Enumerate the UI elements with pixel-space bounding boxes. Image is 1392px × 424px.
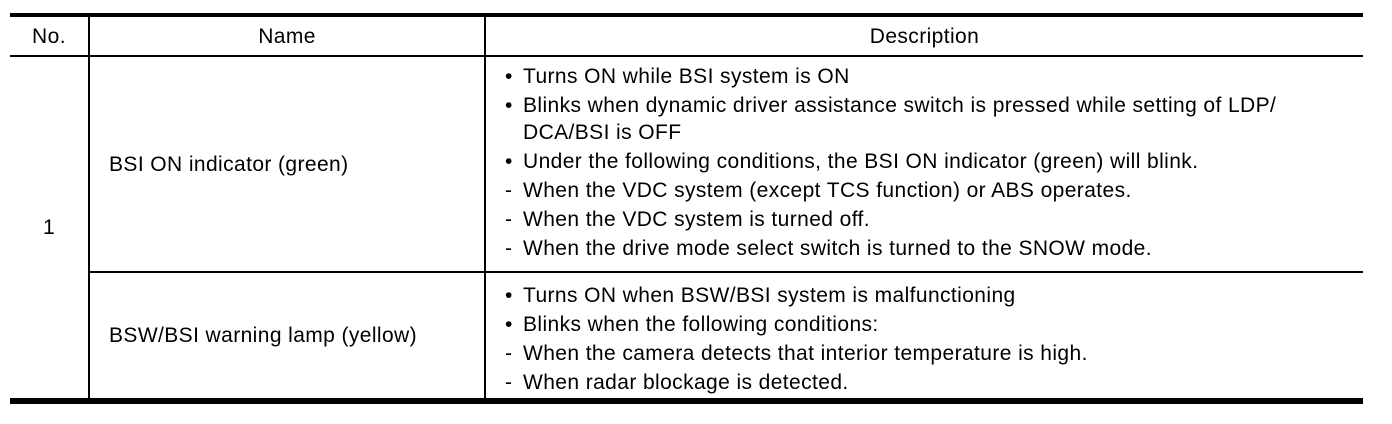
list-item-text: Blinks when the following conditions: bbox=[523, 313, 879, 336]
list-item-text: When the VDC system (except TCS function… bbox=[523, 179, 1132, 202]
dash-list-item: -When the VDC system is turned off. bbox=[505, 206, 1357, 233]
bullet-marker: • bbox=[505, 65, 513, 88]
dash-marker: - bbox=[505, 371, 513, 394]
dash-list-item: -When radar blockage is detected. bbox=[505, 369, 1357, 396]
list-item-text: When the camera detects that interior te… bbox=[523, 342, 1088, 365]
dash-marker: - bbox=[505, 179, 513, 202]
description-cell: • Turns ON while BSI system is ON • Blinks … bbox=[484, 56, 1363, 273]
description-cell: • Turns ON when BSW/BSI system is malfunc… bbox=[484, 272, 1363, 401]
dash-list-item: -When the camera detects that interior t… bbox=[505, 340, 1357, 367]
row-number: 1 bbox=[42, 216, 56, 239]
list-item-text: When radar blockage is detected. bbox=[523, 371, 849, 394]
description-list: • Turns ON when BSW/BSI system is malfunc… bbox=[505, 282, 1357, 396]
header-row: No. Name Description bbox=[10, 15, 1363, 57]
bullet-list-item: • Under the following conditions, the BSI… bbox=[505, 148, 1357, 175]
bullet-marker: • bbox=[505, 94, 513, 117]
bullet-list-item: • Blinks when dynamic driver assistance s… bbox=[505, 92, 1357, 146]
list-item-text: Blinks when dynamic driver assistance sw… bbox=[523, 94, 1277, 144]
bullet-marker: • bbox=[505, 284, 513, 307]
bullet-marker: • bbox=[505, 150, 513, 173]
list-item-text: When the drive mode select switch is tur… bbox=[523, 237, 1152, 260]
indicator-name-bsw-warning: BSW/BSI warning lamp (yellow) bbox=[88, 272, 485, 401]
description-list: • Turns ON while BSI system is ON • Blinks … bbox=[505, 63, 1357, 262]
indicator-spec-table: No. Name Description 1 BSI ON indicator … bbox=[10, 13, 1363, 404]
header-no: No. bbox=[10, 15, 89, 57]
dash-list-item: -When the drive mode select switch is tu… bbox=[505, 235, 1357, 262]
header-name: Name bbox=[88, 15, 485, 57]
list-item-text: Under the following conditions, the BSI … bbox=[523, 150, 1199, 173]
indicator-name-bsi-on: BSI ON indicator (green) bbox=[88, 56, 485, 273]
list-item-text: When the VDC system is turned off. bbox=[523, 208, 871, 231]
dash-marker: - bbox=[505, 208, 513, 231]
dash-marker: - bbox=[505, 342, 513, 365]
table-row: BSW/BSI warning lamp (yellow) • Turns ON … bbox=[10, 272, 1363, 401]
dash-list-item: -When the VDC system (except TCS functio… bbox=[505, 177, 1357, 204]
bullet-list-item: • Turns ON when BSW/BSI system is malfunc… bbox=[505, 282, 1357, 309]
bullet-list-item: • Blinks when the following conditions: bbox=[505, 311, 1357, 338]
table-row: 1 BSI ON indicator (green) • Turns ON whi… bbox=[10, 56, 1363, 273]
header-description: Description bbox=[484, 15, 1363, 57]
list-item-text: Turns ON while BSI system is ON bbox=[523, 65, 850, 88]
dash-marker: - bbox=[505, 237, 513, 260]
bullet-list-item: • Turns ON while BSI system is ON bbox=[505, 63, 1357, 90]
bullet-marker: • bbox=[505, 313, 513, 336]
list-item-text: Turns ON when BSW/BSI system is malfunct… bbox=[523, 284, 1016, 307]
